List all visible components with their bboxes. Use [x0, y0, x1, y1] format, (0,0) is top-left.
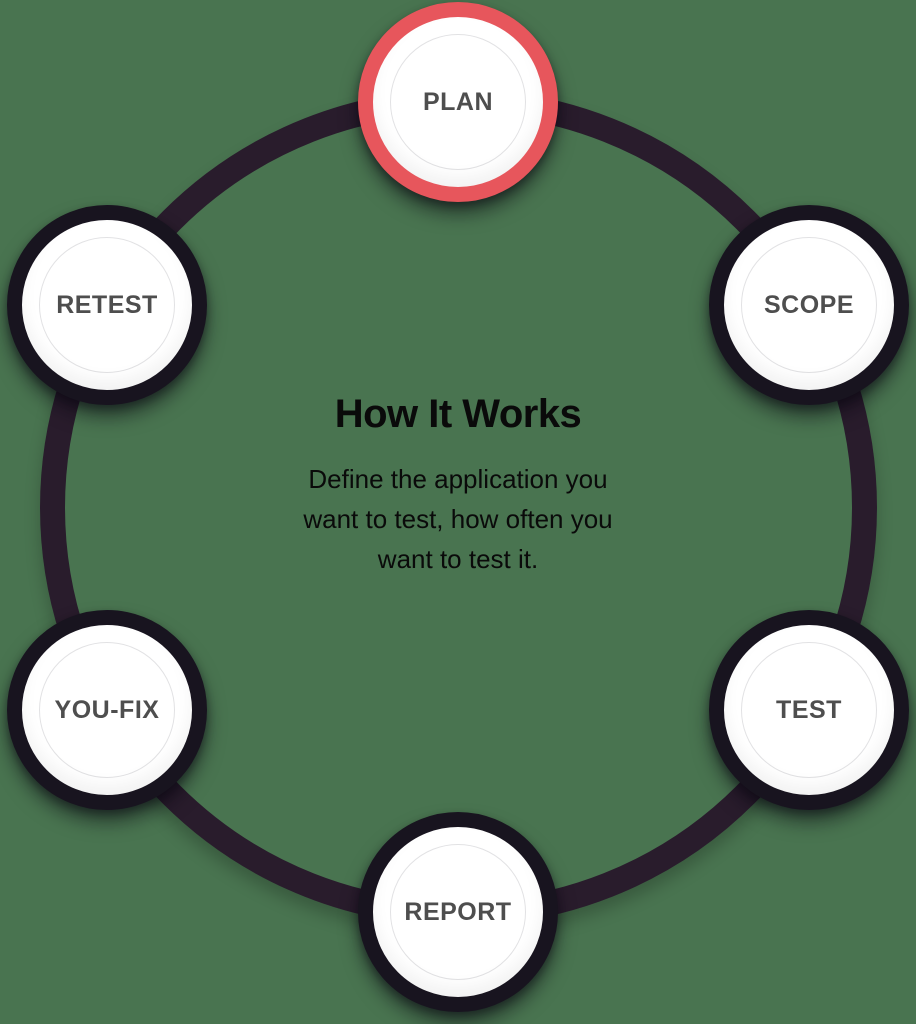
step-node-plan: PLAN — [358, 2, 558, 202]
step-node-report: REPORT — [358, 812, 558, 1012]
step-label-test: TEST — [776, 695, 842, 724]
step-node-scope: SCOPE — [709, 205, 909, 405]
step-node-test: TEST — [709, 610, 909, 810]
description-line-1: Define the application you — [308, 464, 608, 494]
description-line-2: want to test, how often you — [303, 504, 613, 534]
step-node-retest: RETEST — [7, 205, 207, 405]
step-label-scope: SCOPE — [763, 290, 855, 319]
description-line-3: want to test it. — [377, 544, 539, 574]
center-text-block: How It Works Define the application you … — [228, 392, 688, 579]
step-label-plan: PLAN — [422, 87, 494, 116]
diagram-description: Define the application you want to test,… — [228, 459, 688, 579]
step-label-you-fix: YOU-FIX — [54, 695, 160, 724]
step-label-retest: RETEST — [56, 290, 158, 319]
step-label-report: REPORT — [404, 897, 512, 926]
diagram-title: How It Works — [334, 392, 582, 436]
step-node-you-fix: YOU-FIX — [7, 610, 207, 810]
